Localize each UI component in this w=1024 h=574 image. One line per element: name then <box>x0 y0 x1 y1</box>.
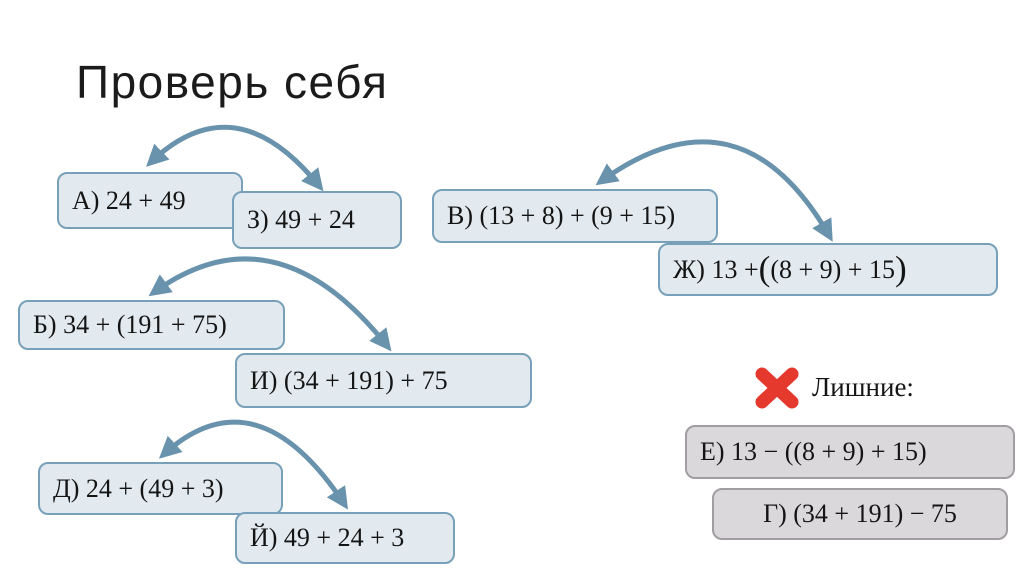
expression-label-j: Й) 49 + 24 + 3 <box>250 523 405 552</box>
red-cross-icon <box>755 367 799 409</box>
expression-box-a: А) 24 + 49 <box>57 172 243 229</box>
expression-box-v: В) (13 + 8) + (9 + 15) <box>432 189 718 243</box>
expression-label-i: И) (34 + 191) + 75 <box>250 365 448 395</box>
page-title: Проверь себя <box>76 56 389 108</box>
expression-label-v: В) (13 + 8) + (9 + 15) <box>447 201 676 230</box>
expression-label-a: А) 24 + 49 <box>72 185 186 215</box>
expression-box-g: Г) (34 + 191) − 75 <box>712 488 1008 540</box>
expression-box-e: Е) 13 − ((8 + 9) + 15) <box>685 425 1015 479</box>
expression-box-d: Д) 24 + (49 + 3) <box>38 462 283 515</box>
expression-label-zh-close-paren: ) <box>894 249 907 289</box>
expression-label-d: Д) 24 + (49 + 3) <box>53 473 224 503</box>
expression-label-zh-prefix: Ж) 13 + <box>673 254 759 284</box>
expression-box-i: И) (34 + 191) + 75 <box>235 353 532 408</box>
expression-label-zh-inner: (8 + 9) + 15 <box>770 254 895 284</box>
expression-label-zh-open-paren: ( <box>758 249 771 289</box>
expression-label-e: Е) 13 − ((8 + 9) + 15) <box>700 437 927 466</box>
expression-label-b: Б) 34 + (191 + 75) <box>33 310 227 339</box>
expression-box-j: Й) 49 + 24 + 3 <box>235 512 455 564</box>
expression-box-b: Б) 34 + (191 + 75) <box>18 300 285 350</box>
expression-label-z: З) 49 + 24 <box>247 205 355 234</box>
extras-label: Лишние: <box>812 372 914 402</box>
expression-box-zh: Ж) 13 + ( (8 + 9) + 15 ) <box>658 243 998 296</box>
expression-box-z: З) 49 + 24 <box>232 191 402 249</box>
expression-label-g: Г) (34 + 191) − 75 <box>763 499 957 528</box>
